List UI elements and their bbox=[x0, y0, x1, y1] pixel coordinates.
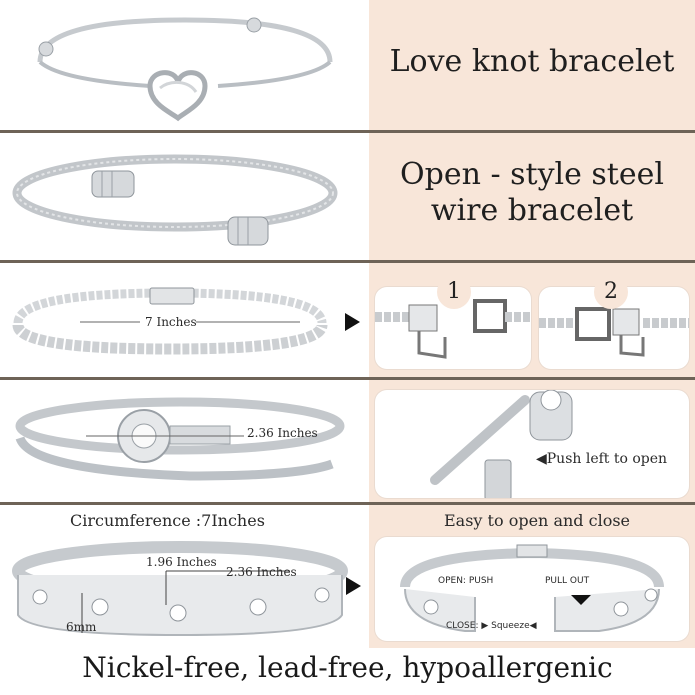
divider-1 bbox=[0, 130, 695, 133]
footer-tagline: Nickel-free, lead-free, hypoallergenic bbox=[82, 651, 613, 684]
love-knot-title: Love knot bracelet bbox=[389, 44, 675, 79]
row-steel-wire: Open - style steel wire bracelet bbox=[0, 133, 695, 260]
title-panel bbox=[369, 0, 695, 130]
step-1-badge: 1 bbox=[437, 275, 471, 309]
tennis-length-label: 7 Inches bbox=[145, 315, 197, 329]
circumference-label: Circumference :7Inches bbox=[70, 511, 265, 530]
nail-width-label: 2.36 Inches bbox=[247, 426, 318, 440]
row-tennis: 7 Inches 1 2 bbox=[0, 263, 695, 377]
pull-out-label: PULL OUT bbox=[545, 576, 590, 586]
title-panel bbox=[369, 133, 695, 260]
row-nail-bangle: 2.36 Inches ◀Push left to open bbox=[0, 380, 695, 502]
close-squeeze-label: CLOSE: ▶ Squeeze◀ bbox=[446, 621, 537, 631]
bangle-height-label: 1.96 Inches bbox=[146, 555, 217, 569]
nail-bangle-image bbox=[15, 397, 345, 481]
bangle-thickness-label: 6mm bbox=[66, 620, 97, 634]
nail-open-image bbox=[430, 390, 573, 498]
steel-wire-title-line-2: wire bracelet bbox=[430, 193, 634, 228]
divider-2 bbox=[0, 260, 695, 263]
open-push-label: OPEN: PUSH bbox=[438, 576, 494, 586]
tennis-bracelet-image bbox=[12, 287, 328, 355]
easy-open-label: Easy to open and close bbox=[444, 511, 630, 530]
bangle-open-image bbox=[400, 544, 664, 632]
nail-open-card bbox=[375, 390, 689, 498]
step-2-badge: 2 bbox=[594, 275, 628, 309]
next-arrow-icon bbox=[346, 577, 361, 595]
next-arrow-icon bbox=[345, 313, 360, 331]
love-knot-bracelet-image bbox=[37, 17, 333, 122]
clasp-closed-image bbox=[539, 307, 689, 357]
steel-wire-title-line-1: Open - style steel bbox=[400, 157, 664, 192]
row-love-knot: Love knot bracelet bbox=[0, 0, 695, 130]
divider-3 bbox=[0, 377, 695, 380]
divider-4 bbox=[0, 502, 695, 505]
clasp-open-image bbox=[375, 299, 531, 359]
love-bangle-image bbox=[12, 541, 348, 637]
bangle-open-card bbox=[375, 537, 689, 641]
steel-wire-bracelet-image bbox=[12, 154, 338, 246]
row-love-bangle: Circumference :7Inches Easy to open and … bbox=[0, 505, 695, 648]
push-left-label: ◀Push left to open bbox=[536, 451, 668, 467]
bangle-width-label: 2.36 Inches bbox=[226, 565, 297, 579]
